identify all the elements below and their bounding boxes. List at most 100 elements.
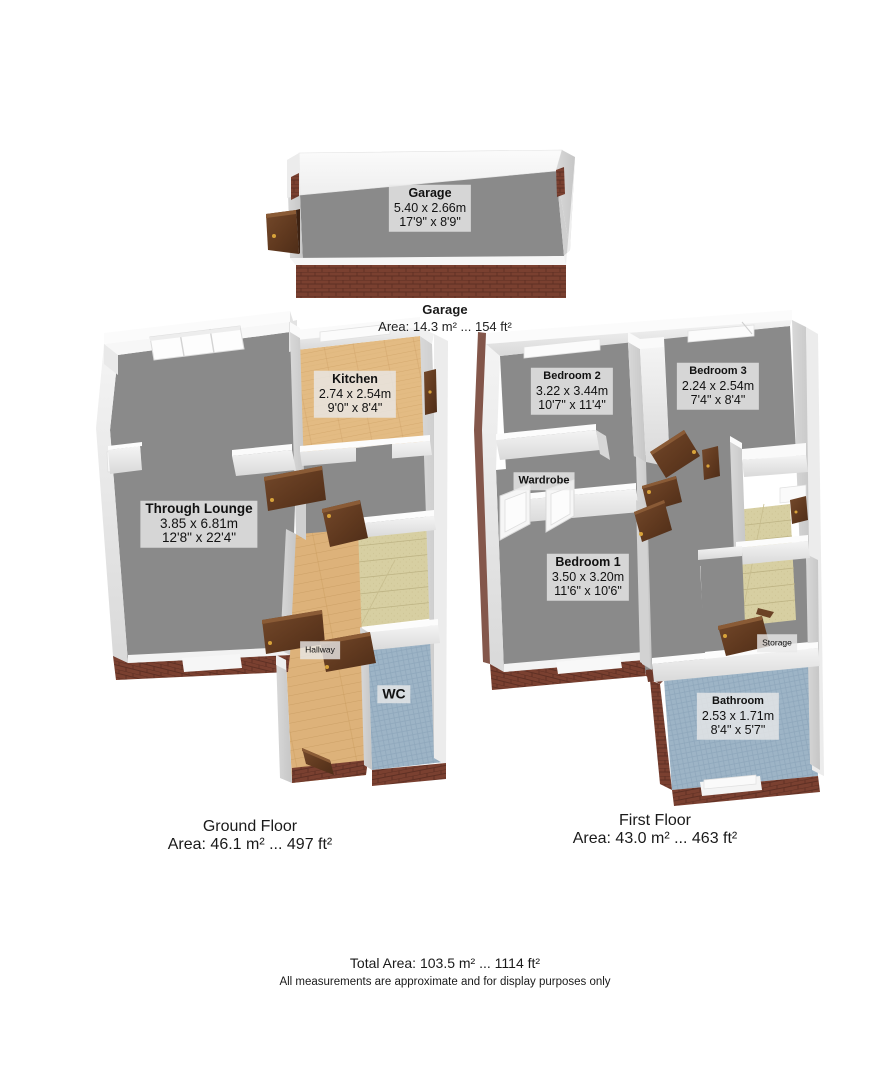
room-label-bathroom: Bathroom 2.53 x 1.71m 8'4" x 5'7": [696, 692, 780, 740]
room-name: Wardrobe: [518, 474, 570, 487]
room-name: Bedroom 3: [689, 364, 747, 377]
room-dim-metric: 3.50 x 3.20m: [551, 569, 625, 584]
room-dim-imperial: 9'0" x 8'4": [327, 400, 383, 415]
gf-corner-tl: [104, 344, 118, 375]
ff-wall-bathroom-top: [652, 648, 820, 682]
gf-front-recess: [182, 654, 242, 672]
garage-caption-area: Area: 14.3 m² ... 154 ft²: [378, 319, 512, 334]
bedroom-2-door[interactable]: [650, 430, 700, 478]
gf-wall-nib-lounge: [232, 450, 296, 476]
gf-left-jog-top: [108, 442, 142, 450]
gf-hall-left-wall: [276, 655, 292, 783]
gf-kitchen-door-opening: [356, 444, 392, 466]
gf-wall-nib-lounge-top: [232, 444, 292, 456]
ff-wall-bed2-bottom: [496, 430, 600, 460]
first-floor-structure: [474, 310, 824, 806]
garage-brick-pier-right: [556, 167, 565, 197]
room-dim-imperial: 11'6" x 10'6": [554, 583, 622, 598]
garage-caption-title: Garage: [422, 302, 468, 317]
ff-wall-stairs-face: [742, 455, 808, 477]
ff-wall-stairs-top2: [742, 443, 806, 460]
ff-wall-bed2-bottom-top: [496, 424, 596, 440]
bedroom-1-door[interactable]: [634, 500, 672, 542]
gf-left-wall-face: [96, 344, 128, 663]
gf-wall-stairs: [356, 516, 436, 538]
room-label-through-lounge: Through Lounge 3.85 x 6.81m 12'8" x 22'4…: [140, 500, 258, 548]
room-dim-imperial: 17'9" x 8'9": [399, 214, 461, 229]
room-dim-metric: 3.22 x 3.44m: [535, 383, 609, 398]
ff-wall-landing-stairs-top: [730, 436, 742, 449]
ff-left-outer-edge: [474, 332, 490, 664]
room-name: Garage: [408, 185, 452, 200]
ff-wall-landing-notch: [698, 546, 742, 560]
room-name: Through Lounge: [145, 500, 253, 516]
room-label-garage: Garage 5.40 x 2.66m 17'9" x 8'9": [388, 184, 472, 232]
wardrobe-door-right[interactable]: [545, 479, 575, 533]
gf-right-wall-outer: [434, 334, 448, 765]
airing-cupboard-door[interactable]: [702, 446, 720, 480]
totals-block: Total Area: 103.5 m² ... 1114 ft² All me…: [0, 953, 890, 991]
garage-side-door[interactable]: [266, 209, 300, 254]
room-dim-imperial: 8'4" x 5'7": [710, 722, 766, 737]
kitchen-hall-door[interactable]: [322, 500, 368, 547]
garage-front-wall-top: [290, 256, 566, 265]
gf-wall-stairs-top: [356, 510, 434, 524]
through-lounge-floor: [110, 332, 296, 663]
room-label-hallway: Hallway: [300, 641, 340, 659]
room-dim-imperial: 7'4" x 8'4": [690, 392, 746, 407]
room-name: Kitchen: [332, 371, 378, 386]
room-dim-metric: 3.85 x 6.81m: [159, 515, 239, 531]
gf-left-wall-jog: [108, 446, 142, 474]
room-name: Bedroom 2: [543, 369, 601, 382]
ff-wall-bed3-left: [640, 347, 670, 467]
room-label-wardrobe: Wardrobe: [513, 472, 575, 490]
ff-bathroom-left-brick: [650, 680, 672, 790]
room-dim-metric: 2.24 x 2.54m: [681, 378, 755, 393]
total-area-text: Total Area: 103.5 m² ... 1114 ft²: [349, 955, 541, 971]
garage-structure: [266, 149, 575, 298]
bathroom-door[interactable]: [718, 608, 774, 656]
kitchen-back-door[interactable]: [424, 369, 437, 415]
room-name: Bathroom: [712, 694, 764, 707]
lounge-bay-window: [149, 325, 245, 361]
room-dim-imperial: 10'7" x 11'4": [538, 397, 606, 412]
bathroom-window: [703, 774, 757, 790]
room-label-kitchen: Kitchen 2.74 x 2.54m 9'0" x 8'4": [313, 370, 397, 418]
ff-bedroom1-recess: [556, 656, 622, 674]
first-floor-caption-title: First Floor: [619, 812, 691, 829]
ground-floor-caption: Ground Floor Area: 46.1 m² ... 497 ft²: [80, 818, 420, 854]
ground-stairs: [358, 522, 436, 627]
first-floor-caption-area: Area: 43.0 m² ... 463 ft²: [572, 830, 738, 847]
ground-floor-caption-title: Ground Floor: [202, 818, 298, 835]
gf-bottom-left-wall-top: [128, 647, 290, 663]
storage-door[interactable]: [790, 496, 808, 524]
ff-wall-storage-top-cap: [736, 535, 808, 548]
room-dim-metric: 2.53 x 1.71m: [701, 708, 775, 723]
ff-wall-storage-top: [736, 541, 810, 565]
room-dim-metric: 2.74 x 2.54m: [318, 386, 392, 401]
kitchen-window: [319, 323, 391, 343]
ff-wall-bed3-left-top: [640, 337, 664, 349]
bedroom-3-window: [687, 321, 755, 343]
room-name: Storage: [762, 637, 792, 648]
ff-wall-bed2-bed3: [628, 342, 646, 462]
garage-front-brick: [296, 265, 566, 298]
ff-left-wall-face: [482, 344, 504, 672]
garage-caption: Garage Area: 14.3 m² ... 154 ft²: [0, 301, 890, 336]
ff-top-wall: [486, 310, 792, 344]
ff-wall-landing-stairs: [730, 442, 746, 560]
gf-hall-left-wall-top: [276, 655, 286, 670]
room-label-bedroom-1: Bedroom 1 3.50 x 3.20m 11'6" x 10'6": [546, 553, 630, 601]
bedroom-3-door[interactable]: [642, 476, 682, 512]
ground-floor-caption-area: Area: 46.1 m² ... 497 ft²: [167, 836, 333, 853]
bedroom-2-window: [523, 338, 601, 359]
gf-right-wall-top: [420, 327, 434, 344]
wc-floor: [368, 637, 444, 770]
room-name: WC: [382, 685, 406, 702]
room-name: Hallway: [305, 644, 335, 655]
front-door[interactable]: [302, 748, 334, 775]
lounge-kitchen-door[interactable]: [264, 466, 326, 511]
first-floor-caption: First Floor Area: 43.0 m² ... 463 ft²: [485, 812, 825, 848]
gf-wall-kitchen-hall-top: [300, 435, 430, 452]
